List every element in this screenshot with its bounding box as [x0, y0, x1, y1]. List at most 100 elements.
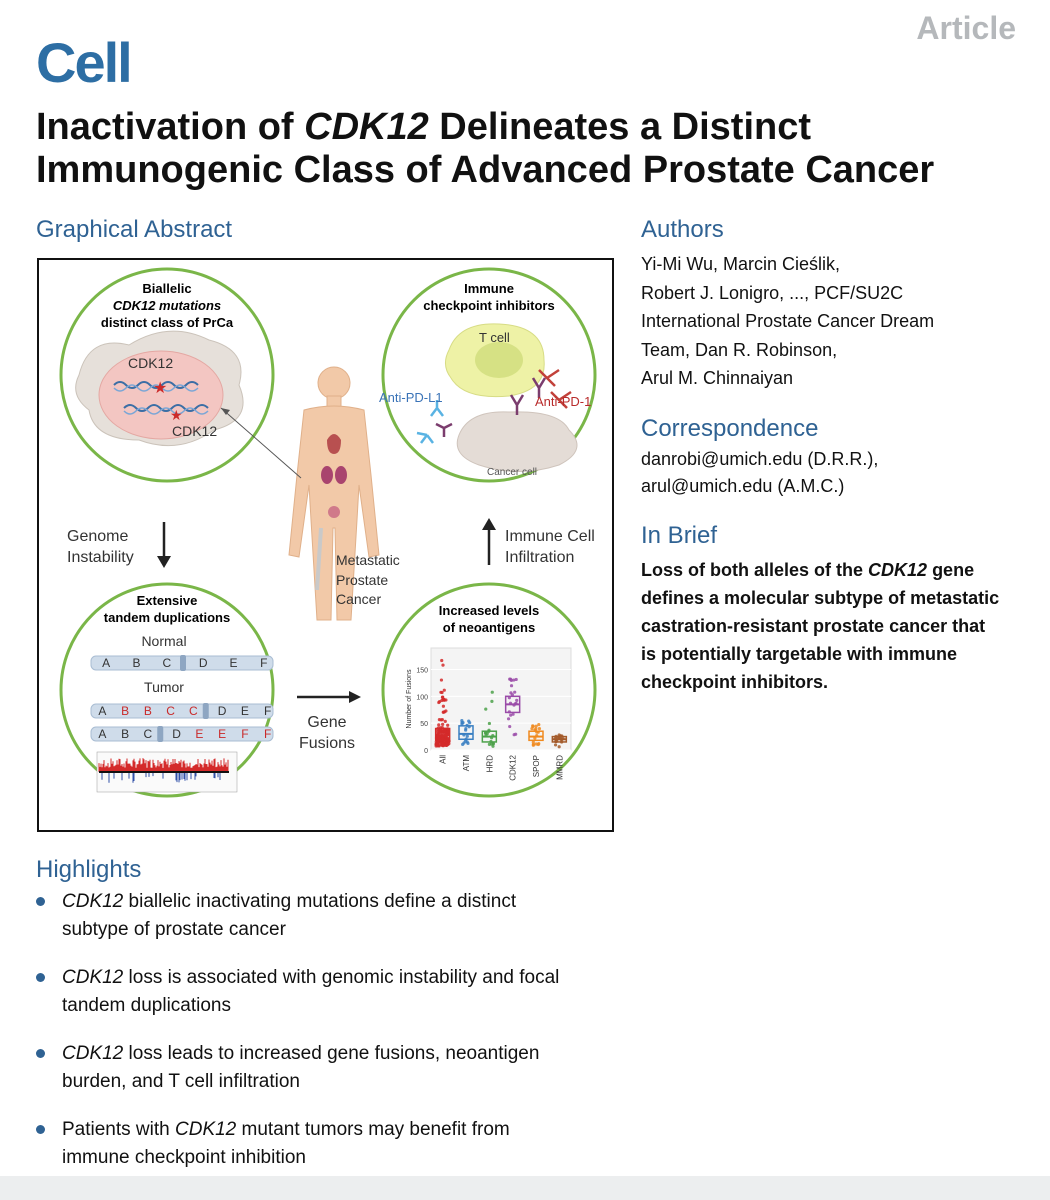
data-point [537, 742, 541, 746]
data-point [440, 741, 444, 745]
centromere [180, 655, 186, 671]
chromosome-segment-label: D [172, 727, 181, 741]
title-text: Immunogenic Class of Advanced Prostate C… [36, 149, 935, 191]
data-point [441, 722, 445, 726]
highlight-text: tandem duplications [62, 995, 231, 1016]
centromere [202, 703, 209, 719]
title-text: Inactivation of [36, 106, 305, 148]
data-point [490, 742, 494, 746]
panel-title: distinct class of PrCa [101, 315, 234, 330]
data-point [440, 695, 445, 699]
email-link[interactable]: arul@umich.edu (A.M.C.) [641, 476, 845, 496]
arrow-label: Immune Cell [505, 528, 595, 545]
data-point [508, 724, 512, 729]
panel-title: Extensive [137, 593, 198, 608]
data-point [534, 742, 538, 746]
data-point [490, 690, 494, 694]
panel-title: Increased levels [439, 603, 539, 618]
arrow-down-head-icon [157, 556, 171, 568]
correspondence-heading: Correspondence [641, 415, 819, 442]
data-point [435, 740, 440, 744]
copy-number-plot [98, 758, 229, 783]
in-brief-heading: In Brief [641, 522, 718, 549]
data-point [468, 721, 472, 725]
chromosome-segment-label: F [264, 704, 271, 718]
data-point [437, 723, 441, 727]
data-point [509, 684, 514, 688]
highlight-item: Patients with CDK12 mutant tumors may be… [36, 1116, 636, 1172]
receptor-icon [531, 377, 547, 398]
data-point [531, 724, 535, 728]
arrow-label: Fusions [299, 735, 355, 752]
data-point [437, 699, 442, 704]
authors-heading: Authors [641, 216, 724, 243]
data-point [466, 741, 470, 745]
data-point [441, 663, 445, 667]
x-tick-label: ATM [462, 755, 471, 772]
data-point [509, 713, 513, 717]
data-point [515, 698, 519, 702]
data-point [464, 726, 468, 731]
chromosome-segment-label: E [195, 727, 203, 741]
chromosome-segment-label: B [144, 704, 152, 718]
highlight-text: immune checkpoint inhibition [62, 1147, 306, 1168]
highlight-text: loss leads to increased gene fusions, ne… [123, 1043, 540, 1064]
in-brief-text: Loss of both alleles of the CDK12 gene d… [641, 556, 1031, 696]
highlight-text: subtype of prostate cancer [62, 919, 286, 940]
chromosome-segment-label: C [144, 727, 153, 741]
bullet-icon [36, 897, 45, 906]
chromosome-segment-label: D [199, 656, 208, 670]
data-point [537, 722, 541, 727]
x-tick-label: HRD [485, 755, 494, 773]
data-point [442, 710, 446, 714]
email-link[interactable]: danrobi@umich.edu (D.R.R.), [641, 449, 879, 469]
t-cell-label: T cell [479, 330, 510, 345]
data-point [440, 690, 444, 695]
bullet-icon [36, 1049, 45, 1058]
data-point [508, 677, 512, 681]
in-brief-line: Loss of both alleles of the [641, 560, 869, 580]
chromosome-segment-label: F [260, 656, 267, 670]
data-point [509, 691, 513, 695]
panel-title: Biallelic [142, 281, 191, 296]
chromosome-segment-label: D [218, 704, 227, 718]
antibody-icon [416, 431, 434, 444]
data-point [557, 745, 561, 749]
highlight-text: loss is associated with genomic instabil… [123, 967, 560, 988]
dna-strand-icon [123, 404, 209, 412]
chromosome-bar [90, 703, 274, 719]
panel-title: Immune [464, 281, 514, 296]
data-point [465, 734, 469, 738]
bullet-icon [36, 973, 45, 982]
chromosome-bar [90, 726, 274, 742]
data-point [443, 728, 447, 733]
in-brief-line: checkpoint inhibitors. [641, 672, 829, 692]
box [458, 725, 474, 741]
data-point [439, 718, 443, 722]
panel-title: tandem duplications [104, 610, 230, 625]
x-tick-label: CDK12 [509, 754, 518, 780]
receptor-icon [509, 394, 525, 415]
in-brief-line: is potentially targetable with immune [641, 644, 958, 664]
mutation-star-icon: ★ [170, 407, 183, 423]
data-point [443, 719, 447, 723]
chromosome-segment-label: C [162, 656, 171, 670]
normal-label: Normal [141, 633, 186, 649]
chromosome-segment-label: A [98, 704, 106, 718]
highlight-gene: CDK12 [175, 1119, 237, 1140]
arrow-label: Infiltration [505, 549, 574, 566]
author-line: Robert J. Lonigro, ..., PCF/SU2C [641, 282, 904, 303]
data-point [484, 707, 488, 711]
bullet-icon [36, 1125, 45, 1134]
data-point [446, 723, 450, 727]
arrow-right-head-icon [349, 691, 361, 703]
correspondence-emails: danrobi@umich.edu (D.R.R.), arul@umich.e… [641, 446, 1031, 500]
highlight-text: burden, and T cell infiltration [62, 1071, 301, 1092]
tumor-label: Tumor [144, 679, 184, 695]
highlight-text: mutant tumors may benefit from [236, 1119, 510, 1140]
y-tick-label: 100 [416, 694, 428, 701]
arrow-label: Genome [67, 528, 128, 545]
cancer-cell-label: Cancer cell [487, 467, 537, 478]
data-point [487, 721, 492, 726]
